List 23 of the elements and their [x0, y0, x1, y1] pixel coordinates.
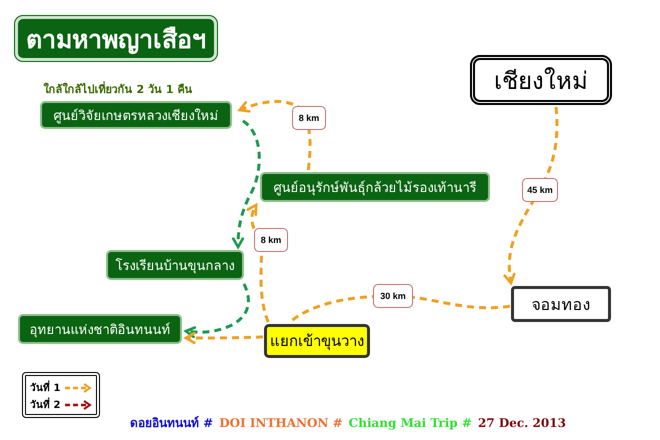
- legend-text: วันที่ 1: [30, 380, 64, 395]
- route-arrow: [232, 120, 261, 248]
- junction-sign: แยกเข้าขุนวาง: [264, 324, 370, 358]
- place-sign: ศูนย์วิจัยเกษตรหลวงเชียงใหม่: [40, 101, 232, 129]
- city-sign: เชียงใหม่: [470, 55, 612, 105]
- place-sign: โรงเรียนบ้านขุนกลาง: [106, 250, 244, 280]
- distance-label: 8 km: [292, 106, 326, 130]
- footer-text: DOI INTHANON #: [219, 416, 343, 430]
- footer-text: ดอยอินทนนท์ #: [130, 416, 214, 430]
- distance-label: 8 km: [254, 228, 288, 252]
- route-arrow: [504, 106, 558, 284]
- footer-text: Chiang Mai Trip #: [348, 416, 472, 430]
- distance-label: 45 km: [522, 178, 558, 202]
- place-sign: ศูนย์อนุรักษ์พันธุ์กล้วยไม้รองเท้านารี: [260, 172, 490, 202]
- subtitle-text: ใกล้ใกล้ไปเที่ยวกัน 2 วัน 1 คืน: [42, 80, 194, 98]
- route-arrow: [184, 283, 250, 338]
- legend-text: วันที่ 2: [30, 397, 64, 412]
- footer-text: 27 Dec. 2013: [478, 416, 566, 430]
- title-sign: ตามหาพญาเสือฯ: [15, 16, 217, 61]
- place-sign: อุทยานแห่งชาติอินทนนท์: [18, 314, 182, 344]
- place-sign: จอมทอง: [511, 286, 611, 322]
- distance-label: 30 km: [373, 284, 413, 308]
- route-arrow: [184, 332, 263, 344]
